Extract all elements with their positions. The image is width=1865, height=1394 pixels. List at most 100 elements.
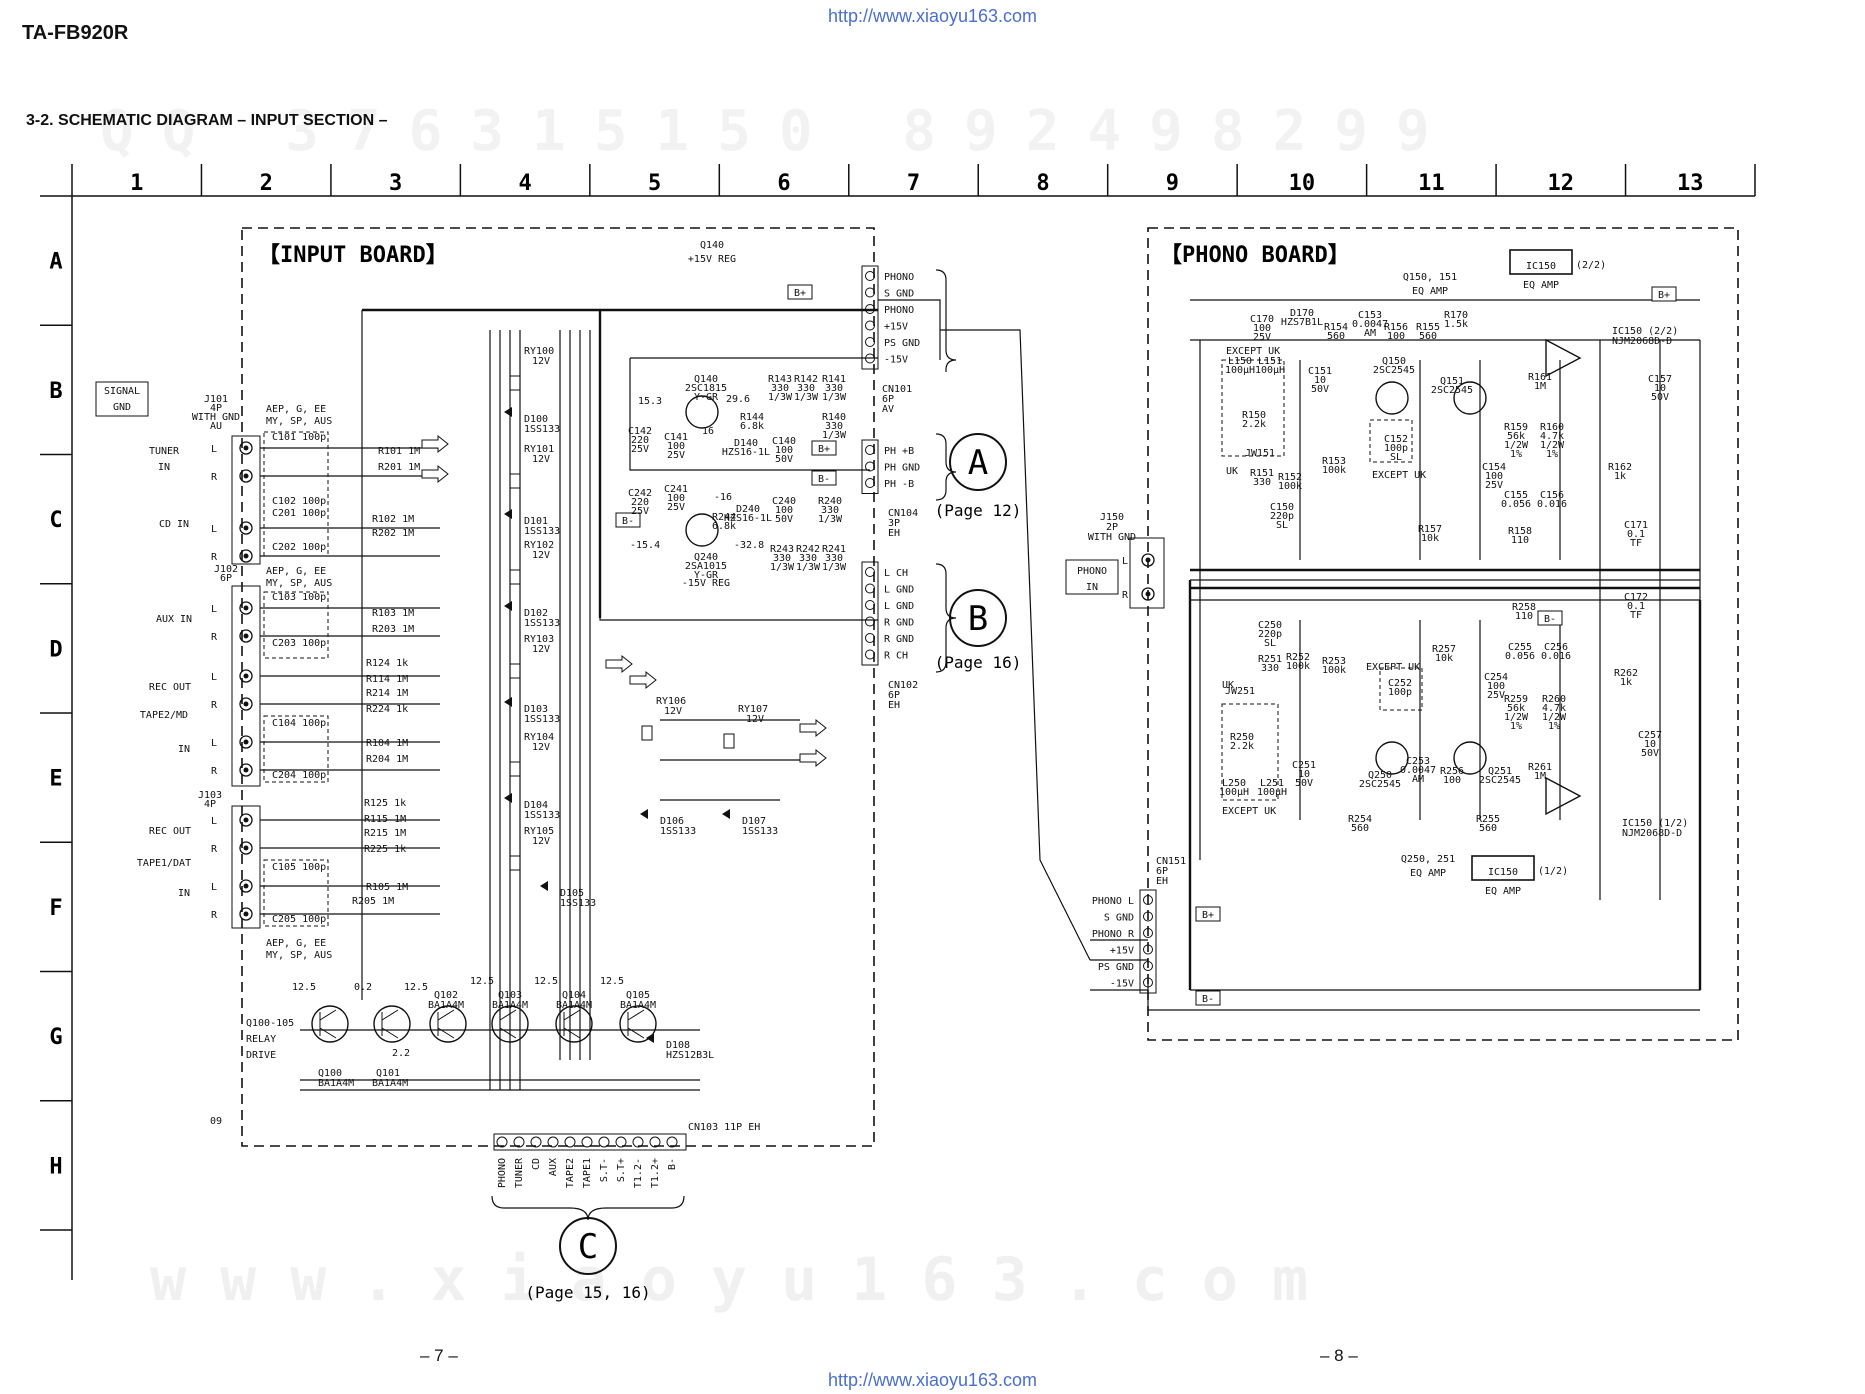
phono-part-label: 4.7k — [1542, 703, 1566, 714]
transistor-leads — [627, 1009, 645, 1039]
phono-part-label: L250 — [1222, 778, 1246, 789]
phono-part-label: C150 — [1270, 502, 1294, 513]
transistor-part: BA1A4M — [620, 1000, 656, 1011]
power-part-label: R241 — [822, 544, 846, 555]
transistor-part: BA1A4M — [492, 1000, 528, 1011]
phono-part-label: 25V — [1253, 332, 1271, 343]
connector-pin — [865, 304, 875, 314]
neg-reg-label: -15V REG — [682, 578, 730, 589]
q140-text: Q140 — [694, 374, 718, 385]
resistor-label: R115 1M — [364, 814, 406, 825]
ic150-top-part: (2/2) — [1576, 260, 1606, 271]
transistor-label: Q105 — [626, 990, 650, 1001]
rail-tag: B- — [622, 516, 634, 527]
connector-pin-label: R GND — [884, 618, 914, 629]
connector-pin-label: TUNER — [514, 1157, 525, 1188]
phono-part-label: C172 — [1624, 592, 1648, 603]
drive-voltage: 12.5 — [600, 976, 624, 987]
jack-contact-dot — [243, 767, 249, 773]
rail-tag: B- — [1544, 614, 1556, 625]
transistor-symbol — [373, 1005, 411, 1043]
connector-pin — [865, 271, 875, 281]
reference-a[interactable]: A (Page 12) — [935, 433, 1022, 520]
capacitor-label: C205 100p — [272, 914, 326, 925]
row-label: B — [49, 379, 62, 404]
diode-part: 1SS133 — [524, 526, 560, 537]
diode-label: D107 — [742, 816, 766, 827]
rail-tag: B- — [1202, 994, 1214, 1005]
column-label: 2 — [260, 171, 273, 196]
resistor-label: R125 1k — [364, 798, 406, 809]
j102-label: 6P — [220, 573, 232, 584]
q240-text: Y-GR — [694, 570, 719, 581]
column-label: 13 — [1677, 171, 1704, 196]
power-part-label: 1/3W — [822, 430, 847, 441]
phono-part-label: 100p — [1388, 687, 1412, 698]
relay-voltage: 12V — [532, 454, 550, 465]
source-url-top[interactable]: http://www.xiaoyu163.com — [827, 6, 1038, 26]
phono-channel-label: L — [1122, 556, 1128, 567]
phono-part-label: C152 — [1384, 434, 1408, 445]
connector-name: CN103 11P EH — [688, 1122, 760, 1133]
connector-body — [861, 439, 879, 494]
jack-contact-dot — [243, 473, 249, 479]
power-part-label: 100 — [667, 441, 685, 452]
phono-part-label: 56k — [1507, 431, 1525, 442]
voltage-reading: -15.4 — [630, 540, 660, 551]
phono-part-label: 50V — [1641, 748, 1659, 759]
connector-pin — [632, 1136, 644, 1148]
relay-coil — [509, 855, 521, 871]
connector-pin-label: PHONO L — [1092, 896, 1134, 907]
phono-board-outline — [1147, 227, 1739, 1041]
phono-part-label: 0.056 — [1501, 499, 1531, 510]
row-label: H — [49, 1154, 62, 1179]
aep-label: MY, SP, AUS — [266, 950, 332, 961]
phono-part-label: 100 — [1485, 471, 1503, 482]
reference-c[interactable]: C (Page 15, 16) — [491, 1195, 685, 1302]
input-name-label: AUX IN — [156, 614, 192, 625]
connector-pin-label: PH +B — [884, 446, 914, 457]
phono-part-label: R152 — [1278, 472, 1302, 483]
connector-pin-label: +15V — [1110, 946, 1134, 957]
phono-part-label: 560 — [1479, 823, 1497, 834]
source-url-bottom[interactable]: http://www.xiaoyu163.com — [827, 1370, 1038, 1390]
phono-part-label: R252 — [1286, 652, 1310, 663]
rail-tag: B+ — [794, 288, 806, 299]
rail-tag-box — [811, 470, 837, 486]
row-label: C — [49, 508, 62, 533]
q250-label: EQ AMP — [1410, 868, 1446, 879]
relay-coil — [509, 663, 521, 679]
connector-name: 6P — [882, 394, 894, 405]
input-name-label: IN — [158, 462, 170, 473]
relay-voltage: 12V — [532, 742, 550, 753]
row-label: D — [49, 637, 62, 662]
phono-part-label: 1.5k — [1444, 319, 1468, 330]
relay-label: RY101 — [524, 444, 554, 455]
cap-group-box — [263, 431, 329, 557]
resistor-label: R101 1M — [378, 446, 420, 457]
cap-group-box — [263, 591, 329, 659]
except-uk-box-c152 — [1369, 419, 1413, 463]
connector-pin — [865, 600, 875, 610]
phono-part-label: R159 — [1504, 422, 1528, 433]
phono-part-label: 220p — [1258, 629, 1282, 640]
rail-tag: B+ — [1202, 910, 1214, 921]
phono-transistor — [1375, 381, 1409, 415]
phono-part-label: C255 — [1508, 642, 1532, 653]
capacitor-label: C102 100p — [272, 496, 326, 507]
connector-pin-label: R CH — [884, 651, 908, 662]
power-part-label: 25V — [667, 502, 685, 513]
except-uk-label: EXCEPT UK — [1372, 470, 1426, 481]
aep-label: AEP, G, EE — [266, 566, 326, 577]
phono-part-label: R258 — [1512, 602, 1536, 613]
relay-coil — [509, 473, 521, 489]
reference-b[interactable]: B (Page 16) — [935, 589, 1022, 672]
phono-part-label: 50V — [1311, 384, 1329, 395]
except-uk-box-top — [1221, 359, 1285, 457]
relay-voltage: 12V — [664, 706, 682, 717]
power-part-label: 1/3W — [768, 392, 793, 403]
connector-body — [1139, 889, 1157, 994]
connector-pin-label: S.T+ — [616, 1158, 627, 1182]
